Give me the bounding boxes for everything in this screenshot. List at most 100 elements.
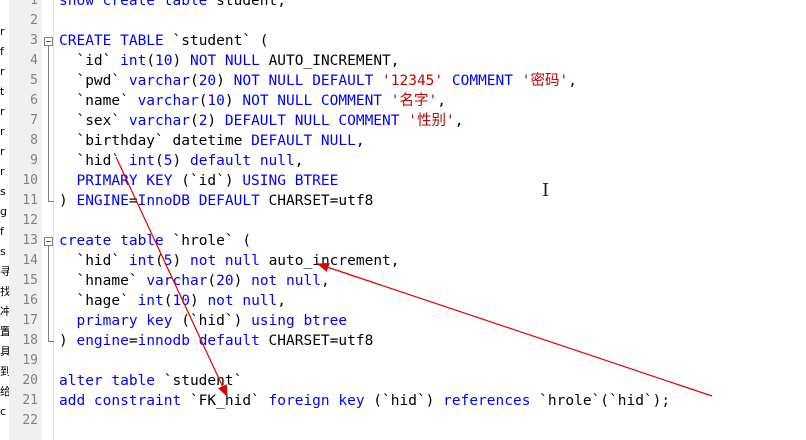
sql-string: '密码' <box>521 73 569 89</box>
sql-keyword: innodb default <box>137 333 269 349</box>
sql-text: , <box>437 93 446 109</box>
code-line[interactable]: PRIMARY KEY (`id`) USING BTREE <box>59 171 338 191</box>
line-number: 3 <box>30 33 38 48</box>
sql-keyword: ENGINE <box>76 193 129 209</box>
sql-keyword: PRIMARY KEY <box>59 173 182 189</box>
sql-text: ( <box>155 253 164 269</box>
sql-text: ( <box>146 53 156 69</box>
sql-text: ) <box>172 53 190 69</box>
sql-text: , <box>320 273 330 289</box>
left-panel-char: r <box>0 66 5 77</box>
sql-text: ) <box>224 93 243 109</box>
sql-keyword: DEFAULT NULL <box>251 133 356 149</box>
sql-text: ) <box>172 153 190 169</box>
sql-keyword: InnoDB DEFAULT <box>137 193 269 209</box>
code-line[interactable]: create table `hrole` ( <box>59 231 251 251</box>
code-line[interactable]: `sex` varchar(2) DEFAULT NULL COMMENT '性… <box>59 111 463 131</box>
sql-text: CHARSET=utf8 <box>268 193 374 209</box>
sql-keyword: engine <box>76 333 129 349</box>
sql-text: ( <box>189 73 199 89</box>
line-number: 21 <box>22 393 38 408</box>
left-panel-char: c <box>0 406 7 417</box>
sql-text: `student` ( <box>172 33 269 49</box>
sql-keyword: int <box>128 153 156 169</box>
line-number: 12 <box>22 213 38 228</box>
sql-keyword: int <box>128 253 156 269</box>
code-line[interactable]: `hage` int(10) not null, <box>59 291 286 311</box>
sql-text: ( <box>198 93 208 109</box>
sql-keyword: int <box>120 53 147 69</box>
code-line[interactable]: `hid` int(5) default null, <box>59 151 303 171</box>
sql-keyword: 2 <box>198 113 208 129</box>
line-number: 15 <box>22 273 38 288</box>
line-number: 22 <box>22 413 38 428</box>
sql-text: , <box>294 153 304 169</box>
sql-text: `id` <box>59 53 121 69</box>
sql-keyword: USING BTREE <box>242 173 339 189</box>
sql-keyword: varchar <box>128 113 190 129</box>
code-line[interactable]: `hid` int(5) not null auto_increment, <box>59 251 399 271</box>
left-panel-char: g <box>0 206 7 217</box>
sql-keyword: NOT NULL DEFAULT <box>233 73 383 89</box>
code-line[interactable]: CREATE TABLE `student` ( <box>59 31 269 51</box>
sql-keyword: 5 <box>163 153 173 169</box>
line-number: 18 <box>22 333 38 348</box>
line-number: 1 <box>30 0 38 8</box>
sql-keyword: using btree <box>251 313 348 329</box>
sql-text: ) <box>59 193 77 209</box>
line-number: 16 <box>22 293 38 308</box>
line-number: 6 <box>30 93 38 108</box>
sql-keyword: 10 <box>207 93 225 109</box>
sql-text: (`hid`) <box>373 393 444 409</box>
arrow-student-hid-to-fk <box>115 156 228 398</box>
sql-text: student; <box>216 0 286 9</box>
left-panel-char: s <box>0 186 6 197</box>
sql-text: = <box>128 333 138 349</box>
left-panel-char: 找 <box>0 286 9 297</box>
sql-text: `hid` <box>59 253 129 269</box>
sql-text: `sex` <box>59 113 129 129</box>
sql-keyword: 20 <box>198 73 217 89</box>
fold-toggle-icon[interactable] <box>44 237 53 246</box>
left-panel-char: 给 <box>0 386 9 397</box>
sql-string: '性别' <box>408 113 455 129</box>
code-line[interactable]: `hname` varchar(20) not null, <box>59 271 330 291</box>
code-line[interactable]: add constraint `FK_hid` foreign key (`hi… <box>59 391 670 411</box>
code-line[interactable]: show create table student; <box>59 0 286 11</box>
sql-text: `birthday` datetime <box>59 133 252 149</box>
left-panel-char: 寻 <box>0 266 9 277</box>
code-line[interactable]: primary key (`hid`) using btree <box>59 311 347 331</box>
sql-text: `hrole`(`hid`); <box>539 393 671 409</box>
sql-text: (`hid`) <box>181 313 252 329</box>
code-line[interactable]: `pwd` varchar(20) NOT NULL DEFAULT '1234… <box>59 71 576 91</box>
line-number: 20 <box>22 373 38 388</box>
code-line[interactable]: ) ENGINE=InnoDB DEFAULT CHARSET=utf8 <box>59 191 373 211</box>
sql-text: (`id`) <box>181 173 243 189</box>
fold-end-marker <box>48 201 54 202</box>
code-line[interactable]: `id` int(10) NOT NULL AUTO_INCREMENT, <box>59 51 399 71</box>
sql-text: ) <box>59 333 77 349</box>
sql-text: ) <box>216 73 234 89</box>
sql-text: ( <box>163 293 173 309</box>
sql-text: `FK_hid` <box>189 393 269 409</box>
sql-text: CHARSET=utf8 <box>268 333 374 349</box>
line-number: 9 <box>30 153 38 168</box>
sql-text: ( <box>189 113 199 129</box>
sql-keyword: varchar <box>137 93 199 109</box>
line-number: 17 <box>22 313 38 328</box>
code-line[interactable]: `name` varchar(10) NOT NULL COMMENT '名字'… <box>59 91 446 111</box>
line-number: 10 <box>22 173 38 188</box>
code-line[interactable]: `birthday` datetime DEFAULT NULL, <box>59 131 364 151</box>
sql-keyword: CREATE TABLE <box>59 33 173 49</box>
sql-keyword: show create table <box>59 0 217 9</box>
sql-keyword: references <box>443 393 540 409</box>
gutter-divider <box>53 0 54 440</box>
line-number: 2 <box>30 13 38 28</box>
fold-toggle-icon[interactable] <box>44 37 53 46</box>
code-line[interactable]: ) engine=innodb default CHARSET=utf8 <box>59 331 373 351</box>
sql-keyword: NOT NULL COMMENT <box>242 93 391 109</box>
line-number: 13 <box>22 233 38 248</box>
sql-keyword: 20 <box>216 273 234 289</box>
sql-keyword: foreign key <box>268 393 374 409</box>
